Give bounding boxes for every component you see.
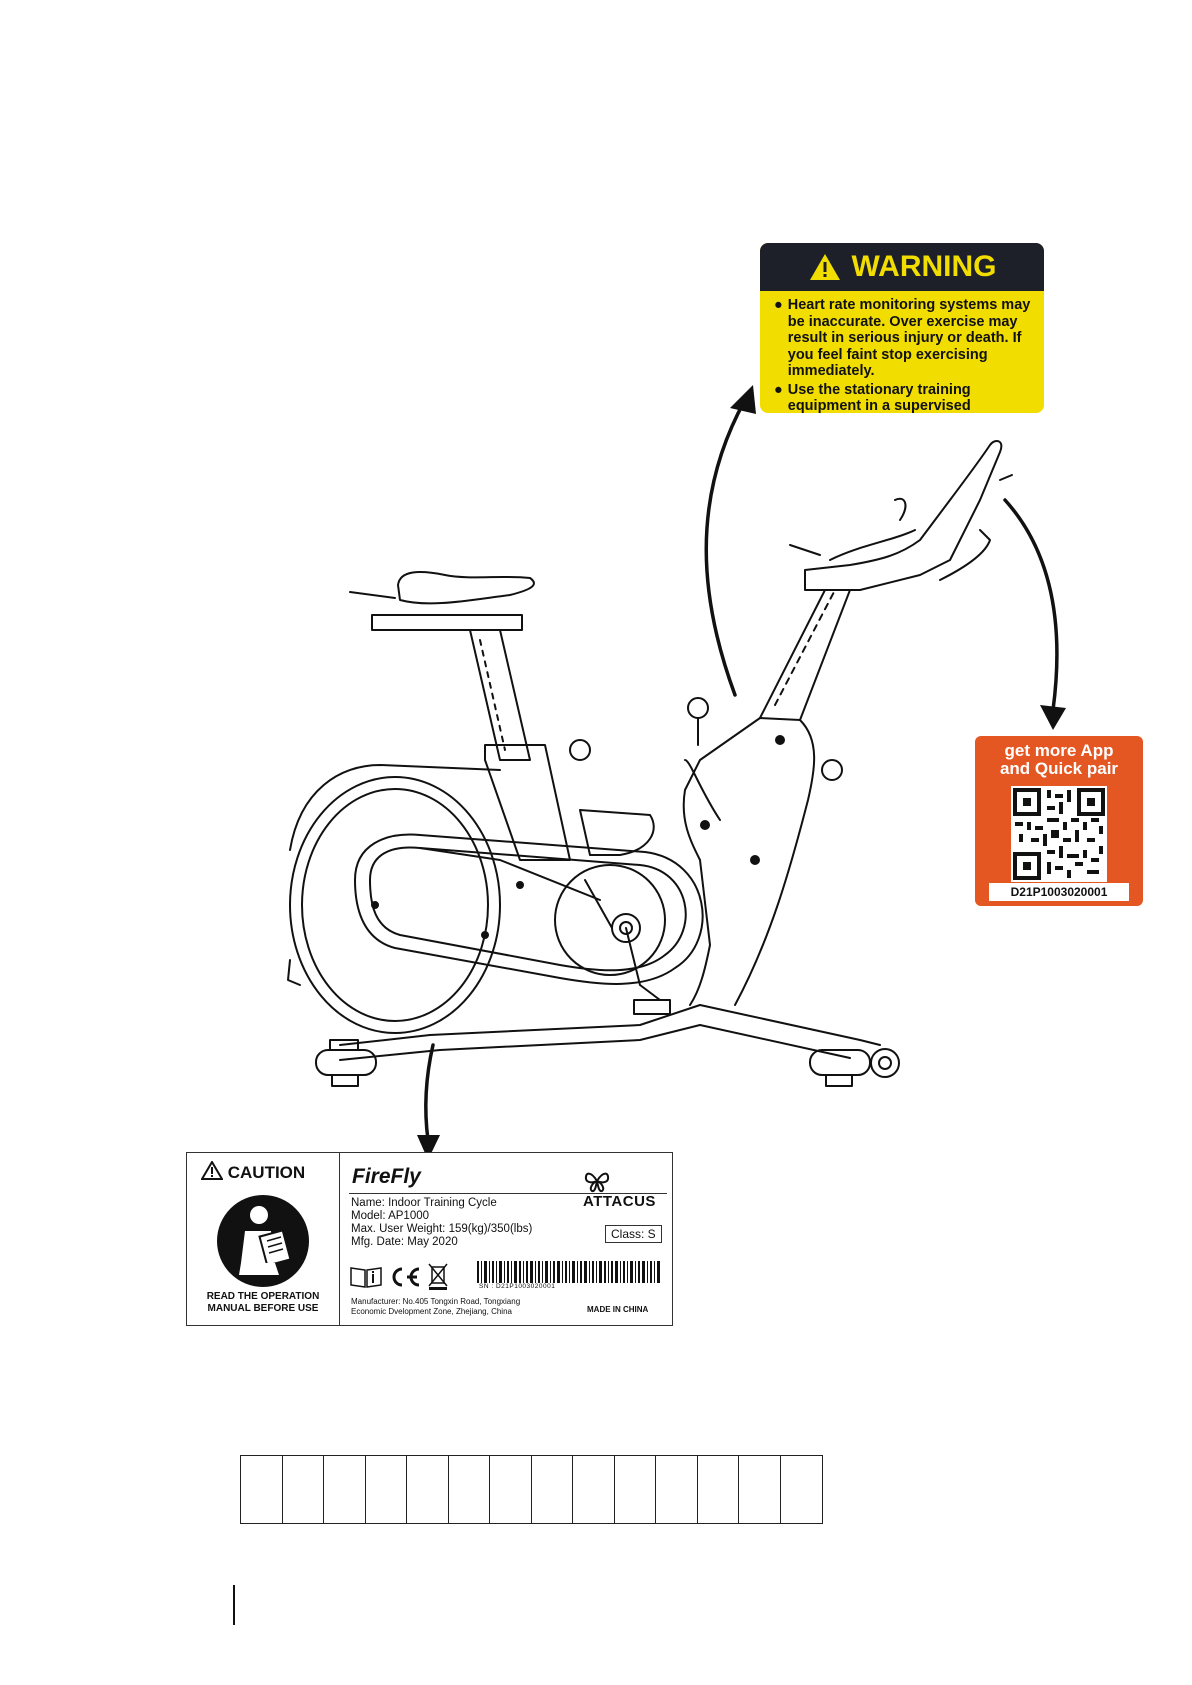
read-manual-icon (217, 1195, 309, 1287)
caution-panel: CAUTION READ THE OPERATION MANUAL BEFORE… (187, 1153, 340, 1325)
entry-box[interactable] (532, 1456, 573, 1523)
qr-code-icon[interactable] (1011, 786, 1107, 882)
caution-title: CAUTION (200, 1160, 305, 1183)
entry-box[interactable] (739, 1456, 781, 1523)
butterfly-logo-icon (584, 1172, 610, 1193)
barcode-icon (477, 1261, 660, 1283)
entry-box[interactable] (615, 1456, 656, 1523)
entry-box[interactable] (283, 1456, 324, 1523)
entry-box[interactable] (573, 1456, 615, 1523)
maker-logo: ATTACUS (583, 1169, 672, 1210)
qr-title-line2: and Quick pair (999, 759, 1119, 778)
serial-number: SN : D21P1003020001 (479, 1283, 556, 1290)
entry-box[interactable] (781, 1456, 823, 1523)
bullet-icon: ● (774, 381, 783, 398)
warning-label: WARNING ● Heart rate monitoring systems … (760, 243, 1044, 413)
entry-box[interactable] (407, 1456, 449, 1523)
entry-box[interactable] (449, 1456, 490, 1523)
qr-serial: D21P1003020001 (989, 883, 1129, 901)
warning-item-text: Use the stationary training equipment in… (787, 381, 971, 414)
bullet-icon: ● (774, 297, 783, 313)
manufacturer-address: Manufacturer: No.405 Tongxin Road, Tongx… (351, 1297, 521, 1316)
page-margin-rule (233, 1585, 235, 1625)
spec-name: Name: Indoor Training Cycle (351, 1197, 497, 1209)
manual-info-icon (350, 1267, 382, 1288)
brand-name: FireFly (352, 1165, 421, 1188)
entry-box[interactable] (698, 1456, 739, 1523)
qr-pair-label: get more App and Quick pair (975, 736, 1143, 906)
weee-bin-icon (428, 1263, 448, 1290)
ce-mark-icon (392, 1267, 420, 1287)
specs-block: Name: Indoor Training Cycle Model: AP100… (349, 1193, 667, 1249)
warning-header: WARNING (760, 243, 1044, 291)
caution-triangle-icon (200, 1160, 224, 1180)
warning-title: WARNING (851, 250, 997, 283)
qr-title-line1: get more App (1004, 741, 1114, 760)
product-rating-label: CAUTION READ THE OPERATION MANUAL BEFORE… (186, 1152, 673, 1326)
entry-box[interactable] (324, 1456, 366, 1523)
warning-item: ● Heart rate monitoring systems may be i… (774, 297, 1032, 380)
warning-item-text: Heart rate monitoring systems may be ina… (787, 297, 1031, 379)
warning-triangle-icon (809, 254, 840, 280)
entry-box[interactable] (241, 1456, 283, 1523)
spec-max-weight: Max. User Weight: 159(kg)/350(lbs) (351, 1223, 533, 1235)
class-badge: Class: S (605, 1225, 662, 1243)
entry-box[interactable] (656, 1456, 698, 1523)
read-manual-line2: MANUAL BEFORE USE (207, 1303, 319, 1314)
entry-box[interactable] (490, 1456, 532, 1523)
entry-box[interactable] (366, 1456, 407, 1523)
spec-model: Model: AP1000 (351, 1210, 430, 1222)
spec-mfg-date: Mfg. Date: May 2020 (351, 1236, 458, 1248)
serial-entry-boxes (240, 1455, 823, 1524)
warning-item: ● Use the stationary training equipment … (774, 382, 1032, 414)
read-manual-line1: READ THE OPERATION (206, 1291, 320, 1302)
made-in: MADE IN CHINA (587, 1305, 649, 1314)
